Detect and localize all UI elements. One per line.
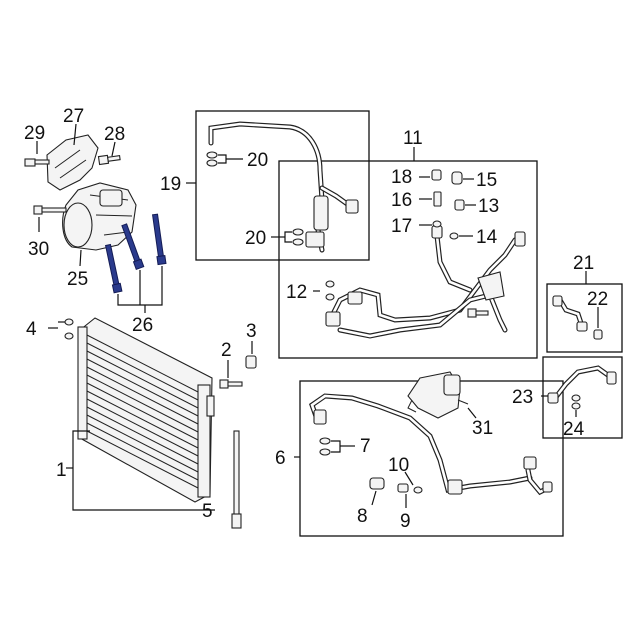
callout-labels: 1 2 3 4 5 6 7 8 9 10 11 12 13 14 15 16 1… [24,106,608,532]
tube-23-group [541,365,617,417]
callout-16: 16 [391,190,412,211]
callout-15: 15 [476,170,497,191]
callout-30: 30 [28,239,49,260]
callout-6: 6 [275,448,286,469]
callout-11: 11 [403,128,423,149]
compressor-group [24,123,167,313]
callout-4: 4 [26,319,37,340]
callout-13: 13 [478,196,499,217]
callout-21: 21 [573,253,594,274]
callout-25: 25 [67,269,88,290]
callout-18: 18 [391,167,412,188]
callout-19: 19 [160,174,181,195]
callout-10: 10 [388,455,409,476]
liquid-line-group [294,371,553,508]
callout-1: 1 [56,460,67,481]
callout-9: 9 [400,511,411,532]
callout-29: 29 [24,123,45,144]
callout-31: 31 [472,418,493,439]
callout-14: 14 [476,227,498,248]
callout-24: 24 [563,419,585,440]
callout-5: 5 [202,501,213,522]
callout-7: 7 [360,436,371,457]
callout-23: 23 [512,387,533,408]
callout-12: 12 [286,282,307,303]
callout-22: 22 [587,289,608,310]
compressor-bolts-highlighted [104,213,167,294]
callout-3: 3 [246,321,257,342]
callout-28: 28 [104,124,125,145]
callout-2: 2 [221,340,232,361]
box-manifold-11 [278,160,538,359]
callout-8: 8 [357,506,368,527]
condenser-group [48,317,257,529]
callout-20-top: 20 [247,150,268,171]
suction-line-group [186,121,359,253]
tube-21-group [552,271,603,340]
box-tube-23 [542,356,623,439]
box-tube-21 [546,283,623,353]
manifold-group [313,147,526,339]
callout-26: 26 [132,315,153,336]
callout-17: 17 [391,216,412,237]
box-suction-line-19 [195,110,370,261]
callout-20-bottom: 20 [245,228,266,249]
callout-27: 27 [63,106,84,127]
